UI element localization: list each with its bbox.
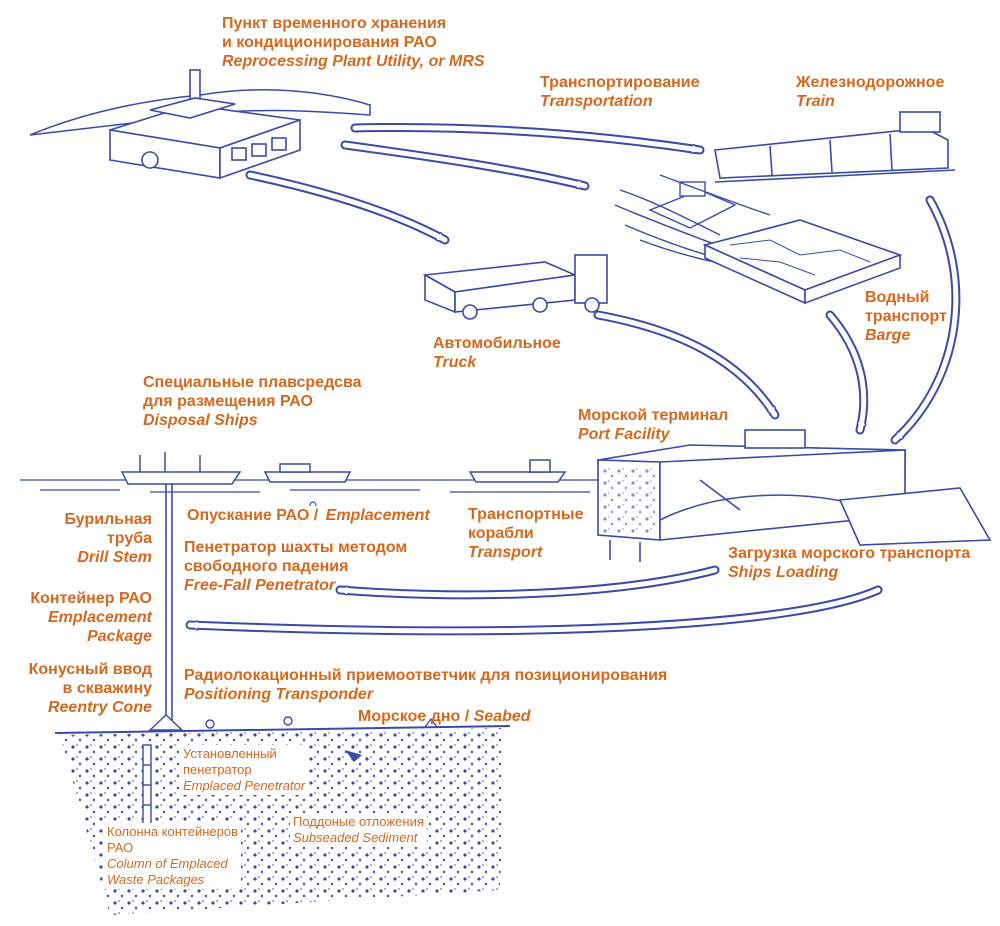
plant-drawing: [109, 69, 301, 180]
waste-column: [142, 744, 152, 836]
label-ships-loading: Загрузка морского транспорта Ships Loadi…: [728, 545, 971, 581]
label-truck: Автомобильное Truck: [433, 335, 561, 371]
label-disposal-ships: Специальные плавсредсва для размещения Р…: [143, 374, 362, 429]
label-column: Колонна контейнеров РАО Column of Emplac…: [104, 823, 241, 889]
seabed-markers: [148, 714, 439, 731]
label-barge: Водный транспорт Barge: [865, 289, 947, 344]
label-emplacement: Опускание РАО / Emplacement: [184, 506, 430, 525]
label-reentry: Конусный ввод в скважину Reentry Cone: [28, 661, 152, 716]
drill-stem-drawing: [165, 484, 173, 730]
label-port: Морской терминал Port Facility: [578, 407, 729, 443]
hills: [29, 89, 371, 136]
truck-drawing: [422, 254, 608, 320]
ships-drawing: [120, 452, 567, 485]
label-transport-ships: Транспортные корабли Transport: [468, 506, 584, 561]
label-seabed: Морское дно / Seabed: [358, 708, 531, 725]
label-transponder: Радиолокационный приемоответчик для пози…: [184, 667, 668, 703]
emplaced-penetrator: [345, 750, 362, 762]
label-train: Железнодорожное Train: [796, 74, 945, 110]
map-drawing: [702, 219, 903, 305]
label-package: Контейнер РАО Emplacement Package: [30, 590, 152, 645]
label-emplaced-penetrator: Установленный пенетратор Emplaced Penetr…: [180, 745, 309, 795]
label-drill-stem: Бурильная труба Drill Stem: [64, 511, 152, 566]
label-transport: Транспортирование Transportation: [540, 74, 700, 110]
label-penetrator: Пенетратор шахты методом свободного паде…: [184, 539, 408, 594]
label-sediment: Поддоные отложения Subseaded Sediment: [290, 813, 427, 847]
train-drawing: [714, 111, 956, 183]
label-storage: Пункт временного хранения и кондициониро…: [222, 15, 485, 70]
